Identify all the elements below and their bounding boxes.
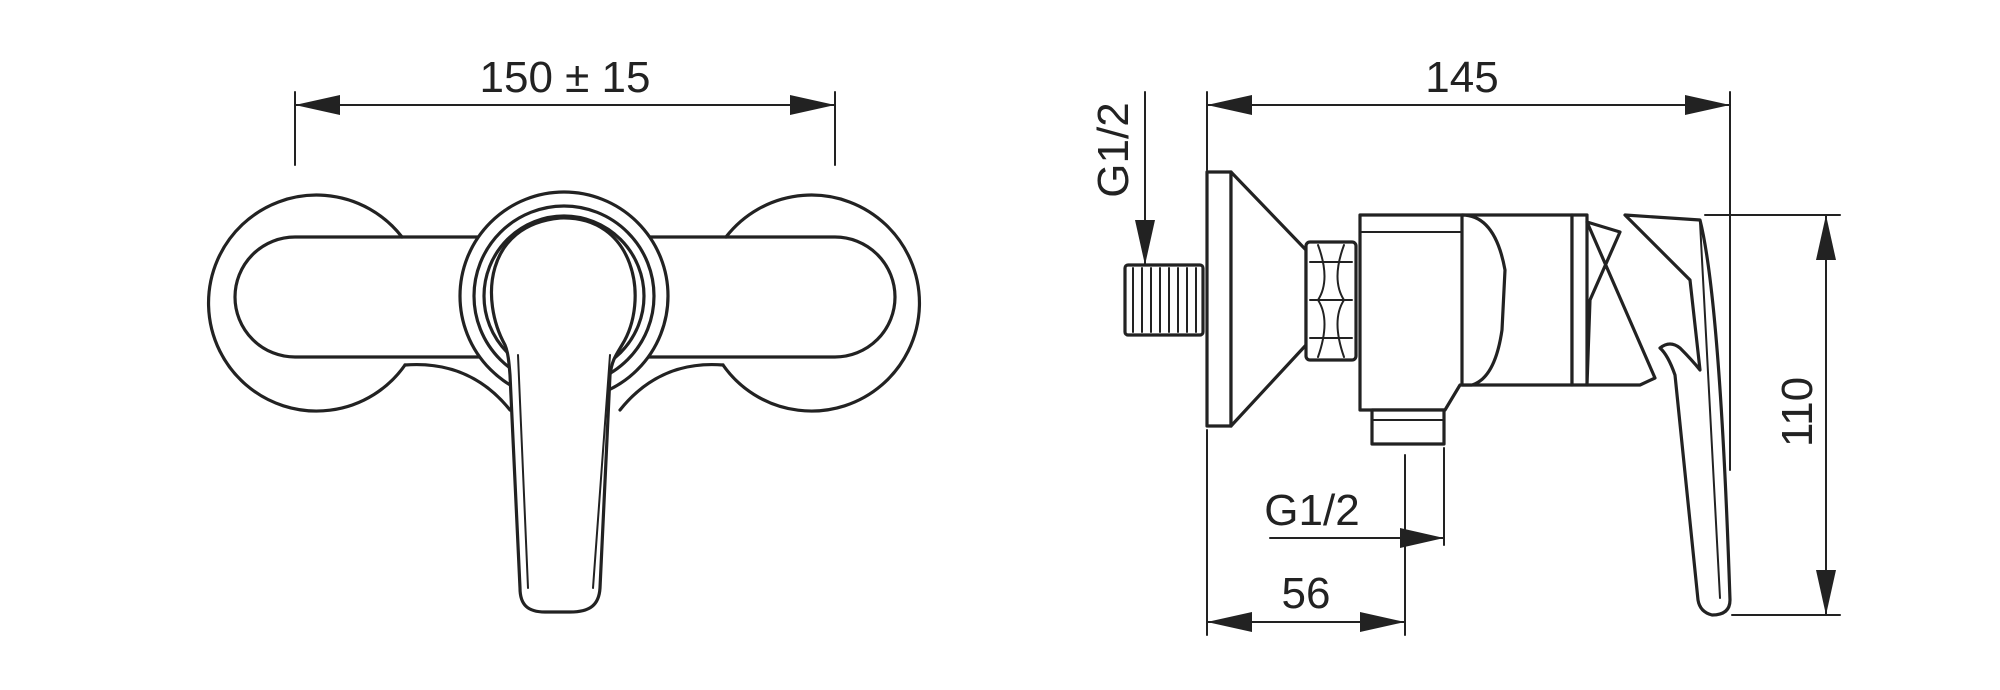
outlet-fitting	[1370, 408, 1446, 446]
front-lever-handle	[489, 216, 637, 614]
hex-nut-detail	[1309, 244, 1353, 358]
dimension-height: 110	[1704, 214, 1841, 616]
side-view	[1123, 170, 1732, 617]
outlet-offset-label: 56	[1282, 569, 1331, 618]
height-label: 110	[1773, 377, 1822, 447]
side-lever-edge	[1699, 221, 1721, 599]
dimension-outlet-offset: 56	[1206, 429, 1406, 636]
dimension-side-depth: 145	[1206, 53, 1731, 471]
wall-plate	[1205, 170, 1233, 428]
cartridge-housing	[1460, 213, 1507, 387]
mixer-body	[233, 235, 897, 359]
inlet-connector	[1123, 263, 1205, 337]
side-lever	[1623, 213, 1732, 617]
dimension-front-width: 150 ± 15	[294, 53, 836, 166]
side-depth-label: 145	[1425, 53, 1498, 102]
escutcheon-cone	[1229, 170, 1308, 428]
outlet-thread-label: G1/2	[1264, 486, 1359, 535]
front-width-label: 150 ± 15	[480, 53, 651, 102]
inlet-thread-label: G1/2	[1089, 102, 1138, 197]
right-escutcheon	[721, 193, 922, 413]
body-transition-left	[403, 362, 512, 412]
inlet-thread-lines	[1132, 267, 1197, 333]
body-transition-right	[618, 362, 725, 412]
front-lever-inner	[517, 354, 611, 589]
dimension-inlet-thread: G1/2	[1089, 91, 1155, 266]
left-escutcheon	[206, 193, 407, 413]
dimension-outlet-thread: G1/2	[1264, 447, 1445, 636]
lever-base	[1585, 220, 1657, 387]
front-view	[206, 190, 922, 614]
side-cap	[1570, 213, 1589, 387]
